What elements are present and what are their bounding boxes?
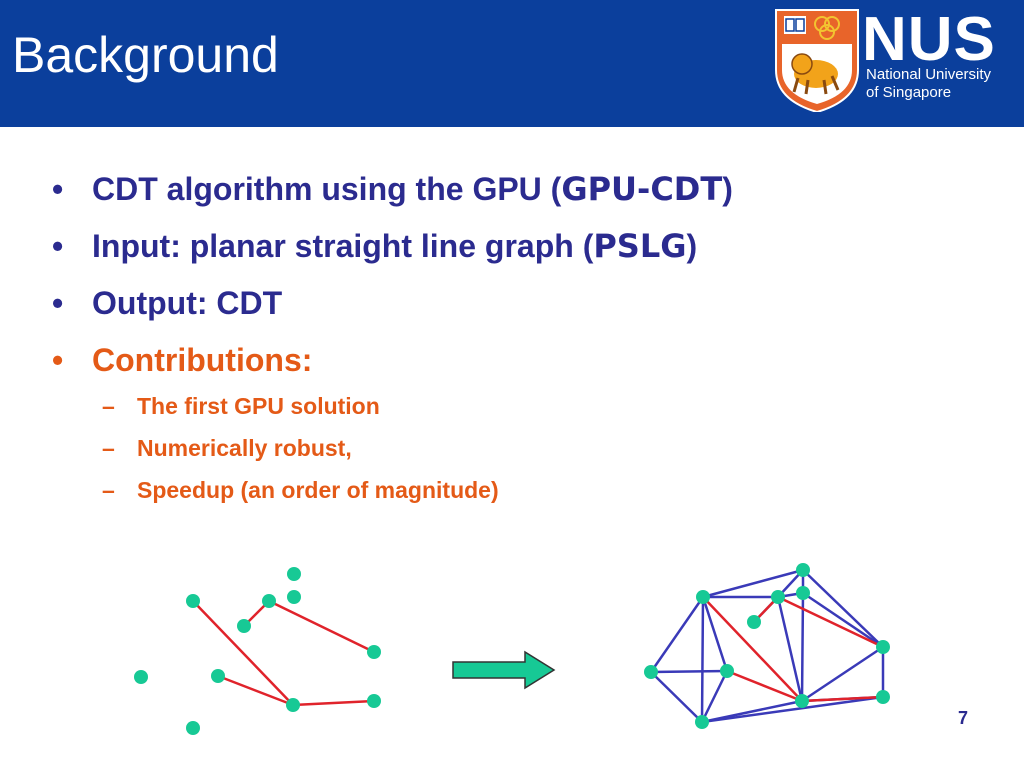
pslg-constraint-edge bbox=[267, 599, 376, 654]
pslg-vertex bbox=[367, 645, 381, 659]
cdt-vertex bbox=[747, 615, 761, 629]
sub-bullet-robust: – Numerically robust, bbox=[52, 434, 992, 462]
bullet-dot: • bbox=[52, 285, 64, 321]
sub-bullet-text: The first GPU solution bbox=[137, 393, 380, 419]
cdt-triangulation-edge bbox=[801, 591, 885, 649]
bullet-suffix: ) bbox=[722, 171, 733, 207]
pslg-vertex bbox=[186, 721, 200, 735]
sub-bullet-text: Numerically robust, bbox=[137, 435, 352, 461]
cdt-constraint-edge bbox=[800, 695, 885, 703]
nus-name-line2: of Singapore bbox=[866, 84, 952, 101]
cdt-triangulation-edge bbox=[800, 591, 805, 703]
bullet-emphasis: GPU-CDT bbox=[561, 170, 723, 208]
pslg-vertex bbox=[262, 594, 276, 608]
bullet-cdt-algorithm: • CDT algorithm using the GPU (GPU-CDT) bbox=[52, 170, 992, 208]
cdt-vertex bbox=[876, 690, 890, 704]
cdt-triangulation-edge bbox=[800, 645, 885, 703]
cdt-vertex bbox=[796, 563, 810, 577]
pslg-vertex bbox=[286, 698, 300, 712]
bullet-dot: • bbox=[52, 342, 64, 378]
cdt-triangulation-edge bbox=[701, 568, 805, 599]
sub-bullet-dash: – bbox=[102, 393, 115, 419]
bullet-dot: • bbox=[52, 171, 64, 207]
cdt-vertex bbox=[720, 664, 734, 678]
sub-bullet-dash: – bbox=[102, 477, 115, 503]
pslg-vertex bbox=[211, 669, 225, 683]
cdt-triangulation-edge bbox=[649, 595, 705, 674]
right-arrow-icon bbox=[452, 650, 556, 690]
bullet-list: • CDT algorithm using the GPU (GPU-CDT) … bbox=[52, 170, 992, 518]
nus-name-line1: National University bbox=[866, 66, 992, 83]
sub-bullet-text: Speedup (an order of magnitude) bbox=[137, 477, 499, 503]
nus-crest-icon bbox=[775, 9, 859, 112]
bullet-contributions: • Contributions: bbox=[52, 341, 992, 379]
cdt-triangulation-edge bbox=[700, 695, 885, 724]
cdt-triangulation-edge bbox=[700, 669, 729, 724]
cdt-vertex bbox=[795, 694, 809, 708]
bullet-output: • Output: CDT bbox=[52, 284, 992, 322]
pslg-constraint-edge bbox=[216, 674, 295, 707]
bullet-text: Output: CDT bbox=[92, 285, 283, 321]
cdt-vertex bbox=[695, 715, 709, 729]
cdt-constraint-edge bbox=[776, 595, 885, 649]
pslg-constraint-edge bbox=[291, 699, 376, 707]
bullet-text: Contributions: bbox=[92, 342, 313, 378]
cdt-triangulation-edge bbox=[776, 595, 804, 703]
cdt-vertex bbox=[796, 586, 810, 600]
cdt-triangulation-edge bbox=[649, 669, 729, 674]
cdt-triangulation-edge bbox=[649, 670, 704, 724]
pslg-constraint-edge bbox=[191, 599, 295, 707]
pslg-vertex bbox=[367, 694, 381, 708]
nus-wordmark: NUS bbox=[862, 5, 996, 74]
sub-bullet-speedup: – Speedup (an order of magnitude) bbox=[52, 476, 992, 504]
bullet-dot: • bbox=[52, 228, 64, 264]
cdt-vertex bbox=[644, 665, 658, 679]
sub-bullet-list: – The first GPU solution – Numerically r… bbox=[52, 392, 992, 504]
bullet-input: • Input: planar straight line graph (PSL… bbox=[52, 227, 992, 265]
pslg-vertex bbox=[134, 670, 148, 684]
pslg-vertex bbox=[287, 567, 301, 581]
cdt-triangulation-edge bbox=[701, 595, 729, 673]
cdt-vertex bbox=[771, 590, 785, 604]
pslg-vertex bbox=[237, 619, 251, 633]
bullet-text: Input: planar straight line graph ( bbox=[92, 228, 594, 264]
slide-title: Background bbox=[12, 27, 279, 83]
cdt-constraint-edge bbox=[725, 669, 804, 703]
sub-bullet-dash: – bbox=[102, 435, 115, 461]
slide-header: Background NUS National University of Si… bbox=[0, 0, 1024, 127]
cdt-constraint-edge bbox=[701, 595, 804, 703]
cdt-vertex bbox=[876, 640, 890, 654]
cdt-triangulation-edge bbox=[801, 568, 885, 649]
bullet-emphasis: PSLG bbox=[593, 227, 687, 265]
pslg-vertex bbox=[186, 594, 200, 608]
bullet-text: CDT algorithm using the GPU ( bbox=[92, 171, 562, 207]
cdt-vertex bbox=[696, 590, 710, 604]
sub-bullet-first-gpu: – The first GPU solution bbox=[52, 392, 992, 420]
cdt-triangulation-edge bbox=[700, 595, 705, 724]
pslg-vertex bbox=[287, 590, 301, 604]
bullet-suffix: ) bbox=[686, 228, 698, 264]
page-number: 7 bbox=[958, 708, 969, 728]
